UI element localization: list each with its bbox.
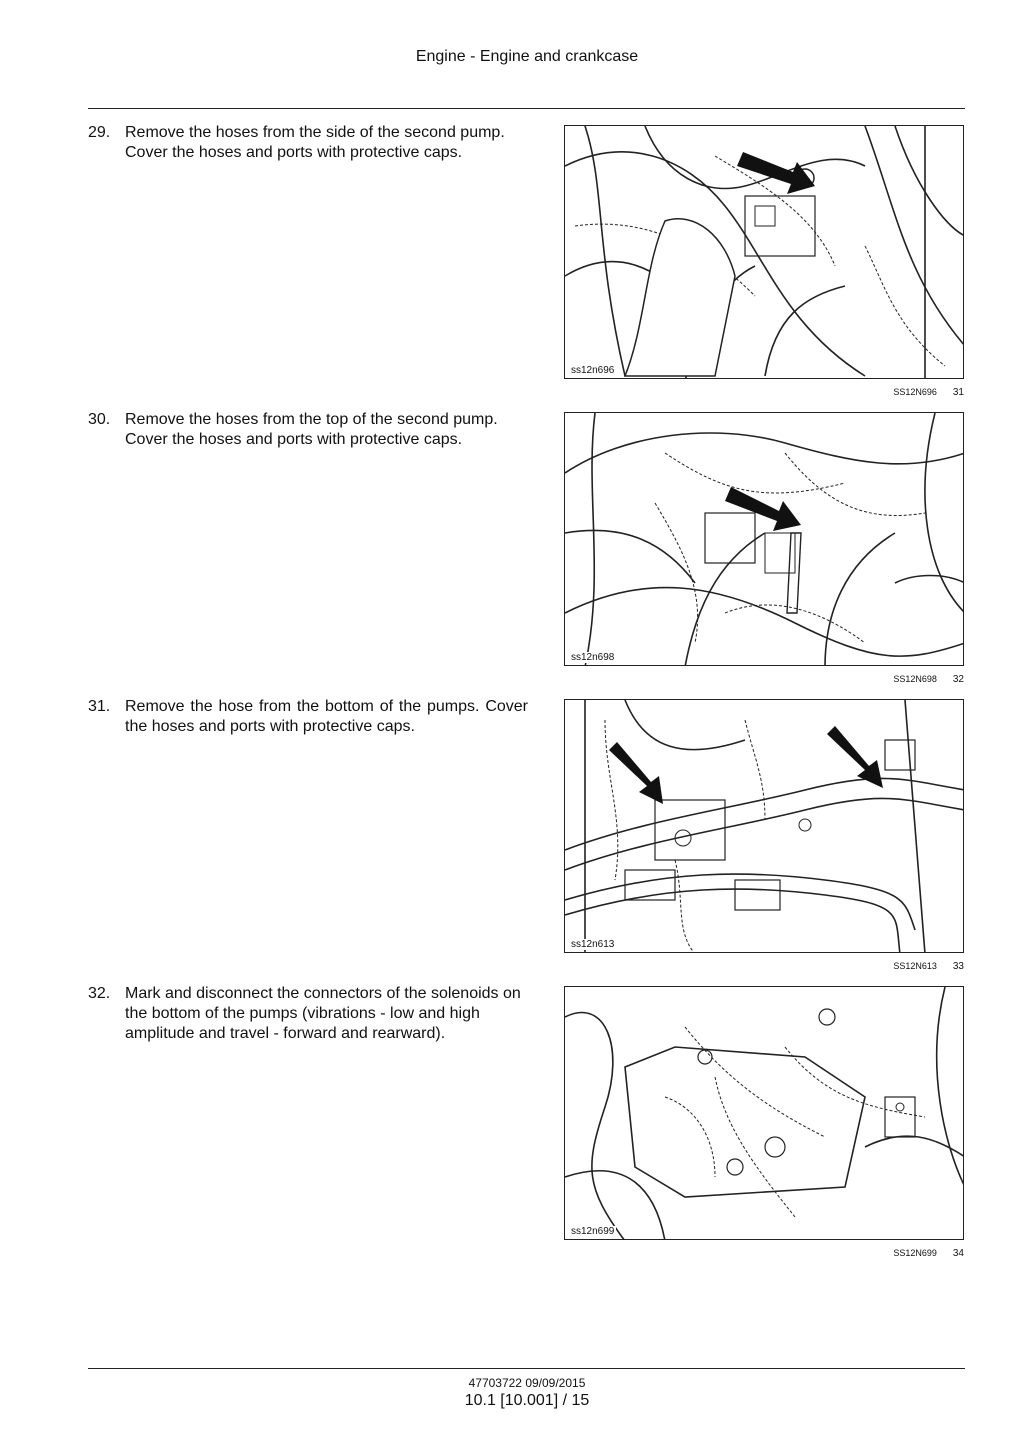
figure-code: SS12N613 <box>893 961 937 971</box>
figure-number: 33 <box>952 961 964 972</box>
page-header-title: Engine - Engine and crankcase <box>415 48 639 65</box>
instruction-step: 30. Remove the hoses from the top of the… <box>88 410 528 450</box>
instruction-step: 29. Remove the hoses from the side of th… <box>88 123 528 163</box>
step-number: 31. <box>88 698 111 715</box>
figure-pump-bottom-hoses: ss12n613 <box>564 699 964 953</box>
figure-caption: SS12N613 33 <box>564 960 964 973</box>
step-number: 29. <box>88 124 111 141</box>
figure-hydraulic-pump-side: ss12n696 <box>564 125 964 379</box>
figure-caption: SS12N698 32 <box>564 673 964 686</box>
line-drawing-illustration <box>565 987 963 1239</box>
line-drawing-illustration <box>565 413 963 665</box>
header-divider <box>88 108 965 109</box>
figure-label: ss12n613 <box>569 939 617 950</box>
step-text: Remove the hoses from the side of the se… <box>125 124 505 161</box>
step-text: Remove the hoses from the top of the sec… <box>125 411 498 448</box>
step-number: 30. <box>88 411 111 428</box>
figure-number: 32 <box>952 674 964 685</box>
figure-number: 34 <box>952 1248 964 1259</box>
figure-label: ss12n698 <box>569 652 617 663</box>
figure-label: ss12n699 <box>569 1226 617 1237</box>
figure-solenoid-connectors: ss12n699 <box>564 986 964 1240</box>
footer-divider <box>88 1368 965 1369</box>
figure-label: ss12n696 <box>569 365 617 376</box>
step-number: 32. <box>88 985 111 1002</box>
line-drawing-illustration <box>565 126 963 378</box>
step-text: Mark and disconnect the connectors of th… <box>125 985 521 1042</box>
figure-hydraulic-pump-top: ss12n698 <box>564 412 964 666</box>
figure-code: SS12N699 <box>893 1248 937 1258</box>
instruction-step: 31. Remove the hose from the bottom of t… <box>88 697 528 737</box>
figure-code: SS12N698 <box>893 674 937 684</box>
step-text: Remove the hose from the bottom of the p… <box>125 698 528 735</box>
figure-code: SS12N696 <box>893 387 937 397</box>
figure-caption: SS12N699 34 <box>564 1247 964 1260</box>
line-drawing-illustration <box>565 700 963 952</box>
page-reference: 10.1 [10.001] / 15 <box>464 1392 590 1409</box>
instruction-step: 32. Mark and disconnect the connectors o… <box>88 984 528 1044</box>
document-code: 47703722 09/09/2015 <box>468 1376 586 1390</box>
figure-caption: SS12N696 31 <box>564 386 964 399</box>
figure-number: 31 <box>952 387 964 398</box>
